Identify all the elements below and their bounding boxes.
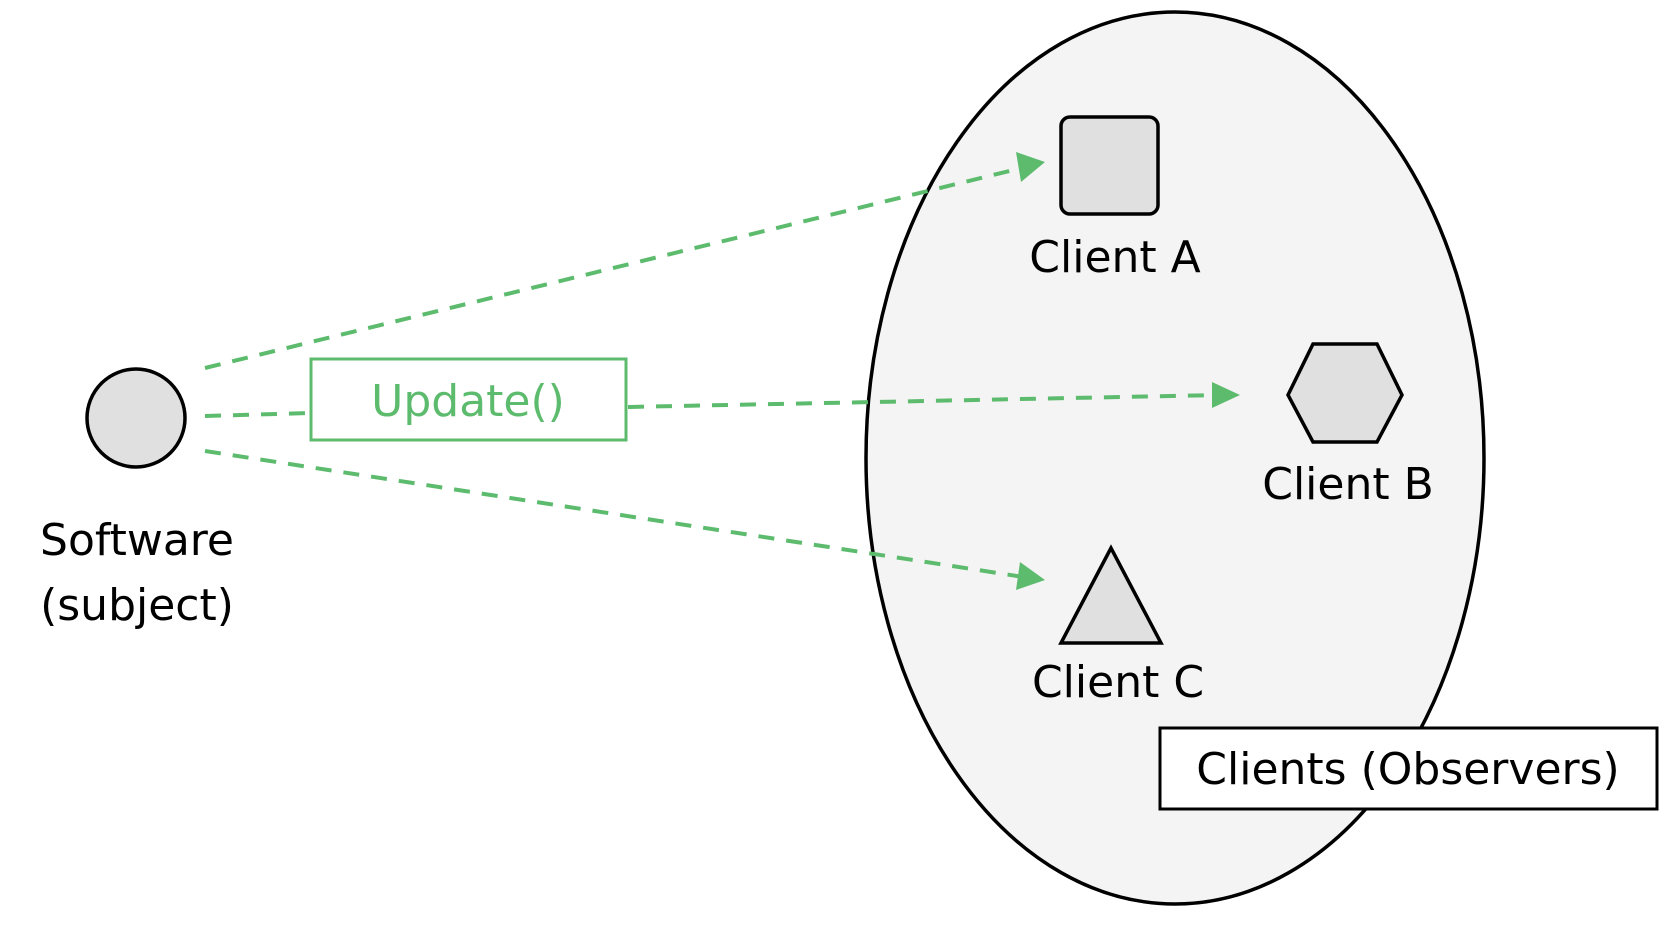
arrow-to-client-b-part1 bbox=[204, 411, 311, 418]
observers-group-label: Clients (Observers) bbox=[1196, 744, 1619, 795]
arrowhead-client-c bbox=[1016, 562, 1045, 590]
client-c-label: Client C bbox=[1032, 657, 1204, 708]
arrow-to-client-a bbox=[204, 162, 1039, 370]
arrowhead-client-b bbox=[1212, 382, 1240, 408]
arrowhead-client-a bbox=[1016, 152, 1045, 182]
client-a-square[interactable] bbox=[1059, 115, 1160, 216]
observers-group-label-box bbox=[1158, 726, 1659, 811]
arrow-to-client-b-part2 bbox=[627, 393, 1221, 409]
observers-group-ellipse bbox=[864, 10, 1486, 906]
subject-circle[interactable] bbox=[85, 367, 187, 469]
update-message-box[interactable] bbox=[309, 357, 628, 442]
update-message-label: Update() bbox=[371, 376, 565, 427]
client-b-label: Client B bbox=[1262, 459, 1434, 510]
client-a-label: Client A bbox=[1029, 232, 1200, 283]
client-c-triangle[interactable] bbox=[1058, 544, 1164, 645]
client-b-hexagon[interactable] bbox=[1286, 342, 1404, 444]
subject-label-line1: Software bbox=[40, 515, 234, 566]
subject-label-line2: (subject) bbox=[40, 580, 234, 631]
